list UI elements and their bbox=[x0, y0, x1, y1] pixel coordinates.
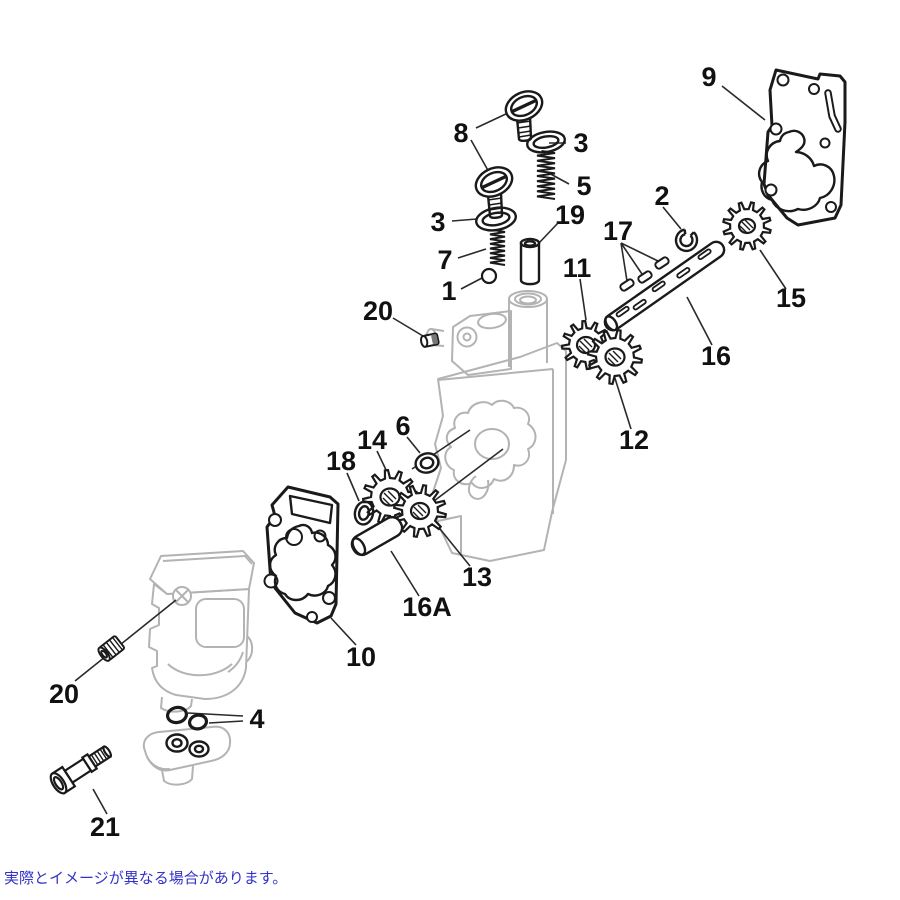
callout-18: 18 bbox=[326, 446, 356, 476]
callout-12: 12 bbox=[619, 425, 649, 455]
callout-16: 16 bbox=[701, 341, 731, 371]
gasket-10 bbox=[263, 485, 340, 625]
callout-16a: 16A bbox=[402, 592, 452, 622]
image-disclaimer-note: 実際とイメージが異なる場合があります。 bbox=[4, 869, 288, 887]
callout-1: 1 bbox=[441, 276, 456, 306]
callout-2: 2 bbox=[654, 181, 669, 211]
callout-14: 14 bbox=[357, 425, 387, 455]
bracket-seal-rings bbox=[165, 733, 210, 758]
callout-13: 13 bbox=[462, 562, 492, 592]
spring-5 bbox=[536, 150, 556, 200]
check-ball-1 bbox=[480, 267, 498, 285]
callout-20a: 20 bbox=[363, 296, 393, 326]
o-ring-18 bbox=[353, 500, 375, 526]
set-screw-20 bbox=[97, 635, 125, 662]
o-rings-4 bbox=[165, 705, 209, 731]
callout-4: 4 bbox=[249, 704, 264, 734]
washer-6 bbox=[414, 452, 440, 474]
plug-20 bbox=[420, 332, 440, 348]
callout-3b: 3 bbox=[430, 207, 445, 237]
callout-10: 10 bbox=[346, 642, 376, 672]
sleeve-19 bbox=[519, 237, 541, 286]
retaining-clip-2 bbox=[674, 228, 699, 253]
cover-body-ghost bbox=[148, 550, 255, 713]
gear-12 bbox=[586, 328, 644, 386]
callout-15: 15 bbox=[776, 283, 806, 313]
callout-6: 6 bbox=[395, 411, 410, 441]
leader-lines bbox=[74, 85, 787, 815]
gear-15 bbox=[722, 201, 772, 251]
bolt-21 bbox=[49, 745, 113, 795]
callout-9: 9 bbox=[701, 62, 716, 92]
spring-7 bbox=[489, 229, 506, 266]
keys-17 bbox=[619, 256, 670, 292]
callout-7: 7 bbox=[437, 245, 452, 275]
shaft-16 bbox=[603, 240, 726, 332]
callout-19: 19 bbox=[555, 200, 585, 230]
callout-21: 21 bbox=[90, 812, 120, 842]
callout-11: 11 bbox=[563, 253, 592, 283]
screw-8-upper bbox=[504, 90, 544, 142]
gear-13 bbox=[392, 483, 448, 539]
callout-20b: 20 bbox=[49, 679, 79, 709]
callout-5: 5 bbox=[576, 171, 591, 201]
callout-8: 8 bbox=[453, 118, 468, 148]
gasket-9 bbox=[757, 68, 847, 227]
pin-16A bbox=[350, 515, 404, 557]
o-ring-3-left bbox=[475, 206, 517, 232]
callout-3a: 3 bbox=[573, 128, 588, 158]
cam-bracket-ghost bbox=[142, 725, 232, 786]
callout-17: 17 bbox=[603, 216, 633, 246]
pump-body-ghost bbox=[425, 290, 567, 562]
